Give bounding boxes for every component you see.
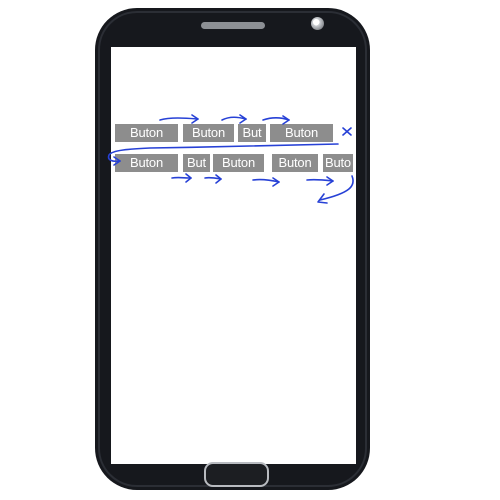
row2-button-1[interactable]: Buton [115, 154, 178, 172]
row1-button-4[interactable]: Buton [270, 124, 333, 142]
phone-device [95, 8, 370, 490]
row1-button-2[interactable]: Buton [183, 124, 234, 142]
phone-screen [111, 47, 356, 464]
row2-button-5[interactable]: Buto [323, 154, 353, 172]
row1-button-1[interactable]: Buton [115, 124, 178, 142]
front-camera [311, 17, 324, 30]
home-button[interactable] [204, 462, 269, 487]
row2-button-2[interactable]: But [183, 154, 210, 172]
row2-button-4[interactable]: Buton [272, 154, 318, 172]
earpiece [201, 22, 265, 29]
row1-button-3[interactable]: But [238, 124, 266, 142]
row2-button-3[interactable]: Buton [213, 154, 264, 172]
